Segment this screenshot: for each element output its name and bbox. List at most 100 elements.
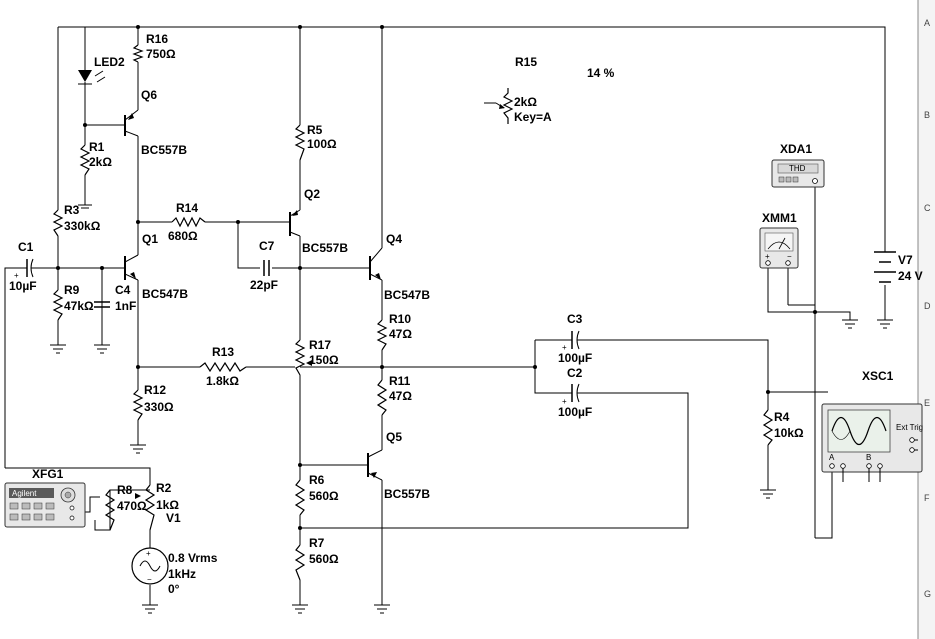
r10-ref: R10 [389,312,411,326]
c3-ref: C3 [567,312,583,326]
wires [4,26,886,605]
resistor-r10[interactable]: R10 47Ω [376,310,412,351]
instrument-xfg1[interactable]: XFG1 Agilent [4,467,86,528]
xda1-ref: XDA1 [780,142,812,156]
v7-value: 24 V [898,269,923,283]
instrument-xmm1[interactable]: XMM1 + − [759,211,799,269]
xsc1-ch-b: B [866,453,871,462]
resistor-r13[interactable]: R13 1.8kΩ [199,345,247,388]
v7-ref: V7 [898,253,913,267]
sine-icon [139,560,161,572]
transistor-q2[interactable]: Q2 BC557B [289,187,348,255]
resistor-r16[interactable]: R16 750Ω [132,32,176,63]
capacitor-c1[interactable]: + C1 10µF [9,240,37,293]
r1-ref: R1 [89,140,105,154]
svg-text:−: − [787,252,792,261]
r13-ref: R13 [212,345,234,359]
q6-ref: Q6 [141,88,157,102]
xfg1-brand: Agilent [12,489,37,498]
transistor-q1[interactable]: Q1 BC547B [124,232,188,301]
v1-ref: V1 [166,511,181,525]
ground-xmm1 [842,319,858,329]
q1-model: BC547B [142,287,188,301]
transistor-q6[interactable]: Q6 BC557B [124,88,187,157]
r17-ref: R17 [309,338,331,352]
resistor-r5[interactable]: R5 100Ω [294,123,337,161]
xmm1-ref: XMM1 [762,211,797,225]
r2-value: 1kΩ [156,498,179,512]
svg-text:+: + [765,252,770,261]
r4-value: 10kΩ [774,426,804,440]
instrument-xda1[interactable]: XDA1 THD [771,142,825,188]
transistor-q4[interactable]: Q4 BC547B [369,232,430,302]
svg-text:+: + [146,549,151,558]
resistor-r8[interactable]: R8 470Ω [104,483,147,531]
capacitor-c3[interactable]: + C3 100µF [558,312,592,365]
resistor-r1[interactable]: R1 2kΩ [78,140,112,209]
c1-ref: C1 [18,240,34,254]
q4-ref: Q4 [386,232,402,246]
r9-ref: R9 [64,283,80,297]
xsc1-trig: Ext Trig [896,423,923,432]
r8-value: 470Ω [117,499,147,513]
resistor-r6[interactable]: R6 560Ω [294,473,339,516]
r6-value: 560Ω [309,489,339,503]
q6-model: BC557B [141,143,187,157]
xsc1-ref: XSC1 [862,369,894,383]
ac-source-v1[interactable]: V1 + − 0.8 Vrms 1kHz 0° [131,511,218,614]
r12-ref: R12 [144,383,166,397]
r14-ref: R14 [176,201,198,215]
potentiometer-r15[interactable]: R15 14 % 2kΩ Key=A [484,55,615,124]
v1-amplitude: 0.8 Vrms [168,551,218,565]
resistor-r11[interactable]: R11 47Ω [376,374,412,416]
v1-phase: 0° [168,582,180,596]
q4-model: BC547B [384,288,430,302]
battery-v7[interactable]: V7 24 V [874,251,923,329]
border-row-c: C [924,203,931,213]
r6-ref: R6 [309,473,325,487]
r15-ref: R15 [515,55,537,69]
xsc1-ch-a: A [829,453,835,462]
resistor-r3[interactable]: R3 330kΩ [52,203,101,237]
svg-text:+: + [14,271,19,280]
r11-value: 47Ω [389,389,412,403]
resistor-r2[interactable]: R2 1kΩ [135,481,179,531]
capacitor-c7[interactable]: C7 22pF [250,239,278,292]
r15-percent: 14 % [587,66,615,80]
r3-ref: R3 [64,203,80,217]
border-row-g: G [924,589,931,599]
led2-ref: LED2 [94,55,125,69]
led-led2[interactable]: LED2 [78,55,125,90]
c4-ref: C4 [115,283,131,297]
c1-value: 10µF [9,279,37,293]
c2-value: 100µF [558,405,592,419]
resistor-r9[interactable]: R9 47kΩ [50,283,94,354]
xfg1-ref: XFG1 [32,467,64,481]
q2-model: BC557B [302,241,348,255]
border-row-f: F [924,493,930,503]
transistor-q5[interactable]: Q5 BC557B [367,430,430,501]
r8-ref: R8 [117,483,133,497]
r12-value: 330Ω [144,400,174,414]
r13-value: 1.8kΩ [206,374,239,388]
capacitor-c4[interactable]: C4 1nF [94,268,136,354]
c7-value: 22pF [250,278,278,292]
r4-ref: R4 [774,410,790,424]
potentiometer-r17[interactable]: R17 150Ω [294,338,339,376]
r14-value: 680Ω [168,229,198,243]
capacitor-c2[interactable]: + C2 100µF [558,366,592,419]
meter-needle-icon [778,237,786,250]
border-row-a: A [924,18,930,28]
junctions [56,25,817,530]
ground-q5 [374,604,390,614]
resistor-r7[interactable]: R7 560Ω [292,530,339,614]
resistor-r4[interactable]: R4 10kΩ [760,409,804,499]
instrument-xsc1[interactable]: XSC1 Ext Trig A B [821,369,923,482]
xda1-screen: THD [789,164,806,173]
r7-ref: R7 [309,536,325,550]
resistor-r14[interactable]: R14 680Ω [168,201,206,243]
svg-text:+: + [562,397,567,406]
resistor-r12[interactable]: R12 330Ω [130,383,174,454]
border-row-e: E [924,398,930,408]
